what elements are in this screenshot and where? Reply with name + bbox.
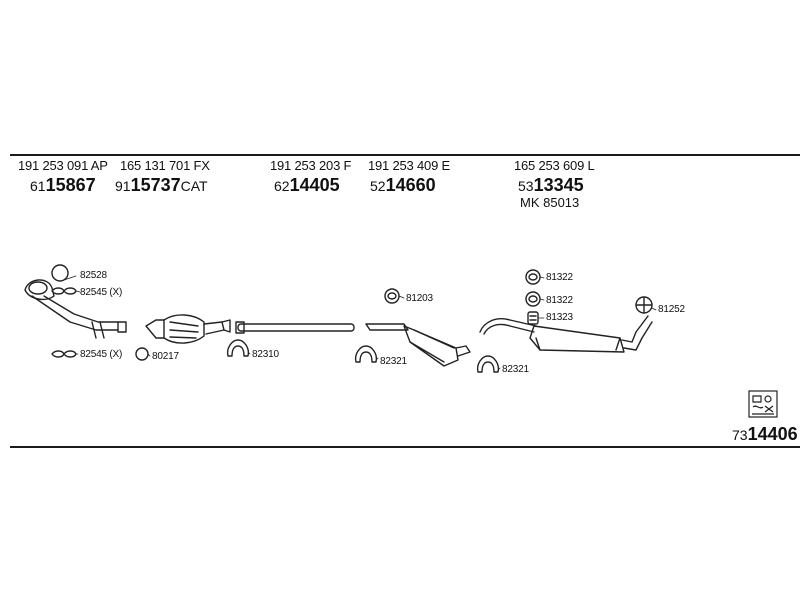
part-number-5: 5313345 <box>518 175 584 196</box>
intermediate-pipe-drawing <box>235 321 355 334</box>
part-label-82528: 82528 <box>80 270 107 281</box>
part-main: 13345 <box>533 175 584 195</box>
front-muffler-drawing <box>365 323 471 367</box>
part-number-2: 9115737CAT <box>115 175 208 196</box>
part-main: 15867 <box>45 175 96 195</box>
part-label-80217: 80217 <box>152 351 179 362</box>
part-number-4: 5214660 <box>370 175 436 196</box>
part-main: 14660 <box>385 175 436 195</box>
rubber-mount-icon <box>384 288 400 304</box>
part-main: 14406 <box>747 424 798 444</box>
part-prefix: 52 <box>370 178 386 194</box>
part-label-81322-top: 81322 <box>546 272 573 283</box>
oe-number-2: 165 131 701 FX <box>120 158 210 173</box>
clamp-icon <box>51 287 77 295</box>
part-label-81252: 81252 <box>658 304 685 315</box>
part-main: 15737 <box>130 175 181 195</box>
ring-gasket-icon <box>51 264 69 282</box>
part-prefix: 61 <box>30 178 46 194</box>
part-label-82321-front: 82321 <box>380 356 407 367</box>
pipe-clamp-icon <box>226 339 250 357</box>
part-number-1: 6115867 <box>30 175 96 196</box>
rubber-strap-icon <box>527 311 539 325</box>
part-label-82310: 82310 <box>252 349 279 360</box>
clamp-icon <box>51 350 77 358</box>
part-prefix: 91 <box>115 178 131 194</box>
footer-part-number: 7314406 <box>732 424 798 445</box>
part-label-82321-rear: 82321 <box>502 364 529 375</box>
catalytic-converter-drawing <box>145 314 231 344</box>
part-label-81203: 81203 <box>406 293 433 304</box>
part-main: 14405 <box>289 175 340 195</box>
oe-number-4: 191 253 409 E <box>368 158 450 173</box>
rear-muffler-drawing <box>479 315 653 353</box>
pipe-clamp-icon <box>354 345 378 363</box>
part-prefix: 62 <box>274 178 290 194</box>
oe-number-3: 191 253 203 F <box>270 158 352 173</box>
rubber-mount-icon <box>525 291 541 307</box>
oe-number-5: 165 253 609 L <box>514 158 595 173</box>
mounting-kit-icon <box>748 390 778 418</box>
part-prefix: 53 <box>518 178 534 194</box>
top-divider <box>10 154 800 156</box>
part-prefix: 73 <box>732 427 748 443</box>
part-label-82545-top: 82545 (X) <box>80 287 123 298</box>
part-label-81322-middle: 81322 <box>546 295 573 306</box>
bottom-divider <box>10 446 800 448</box>
part-label-82545-bottom: 82545 (X) <box>80 349 123 360</box>
mounting-kit-number: MK 85013 <box>520 195 580 210</box>
rubber-mount-icon <box>525 269 541 285</box>
rubber-mount-icon <box>635 296 653 314</box>
pipe-clamp-icon <box>476 355 500 373</box>
part-suffix: CAT <box>180 178 208 194</box>
oe-number-1: 191 253 091 AP <box>18 158 108 173</box>
part-label-81323: 81323 <box>546 312 573 323</box>
ring-gasket-icon <box>135 347 149 361</box>
part-number-3: 6214405 <box>274 175 340 196</box>
